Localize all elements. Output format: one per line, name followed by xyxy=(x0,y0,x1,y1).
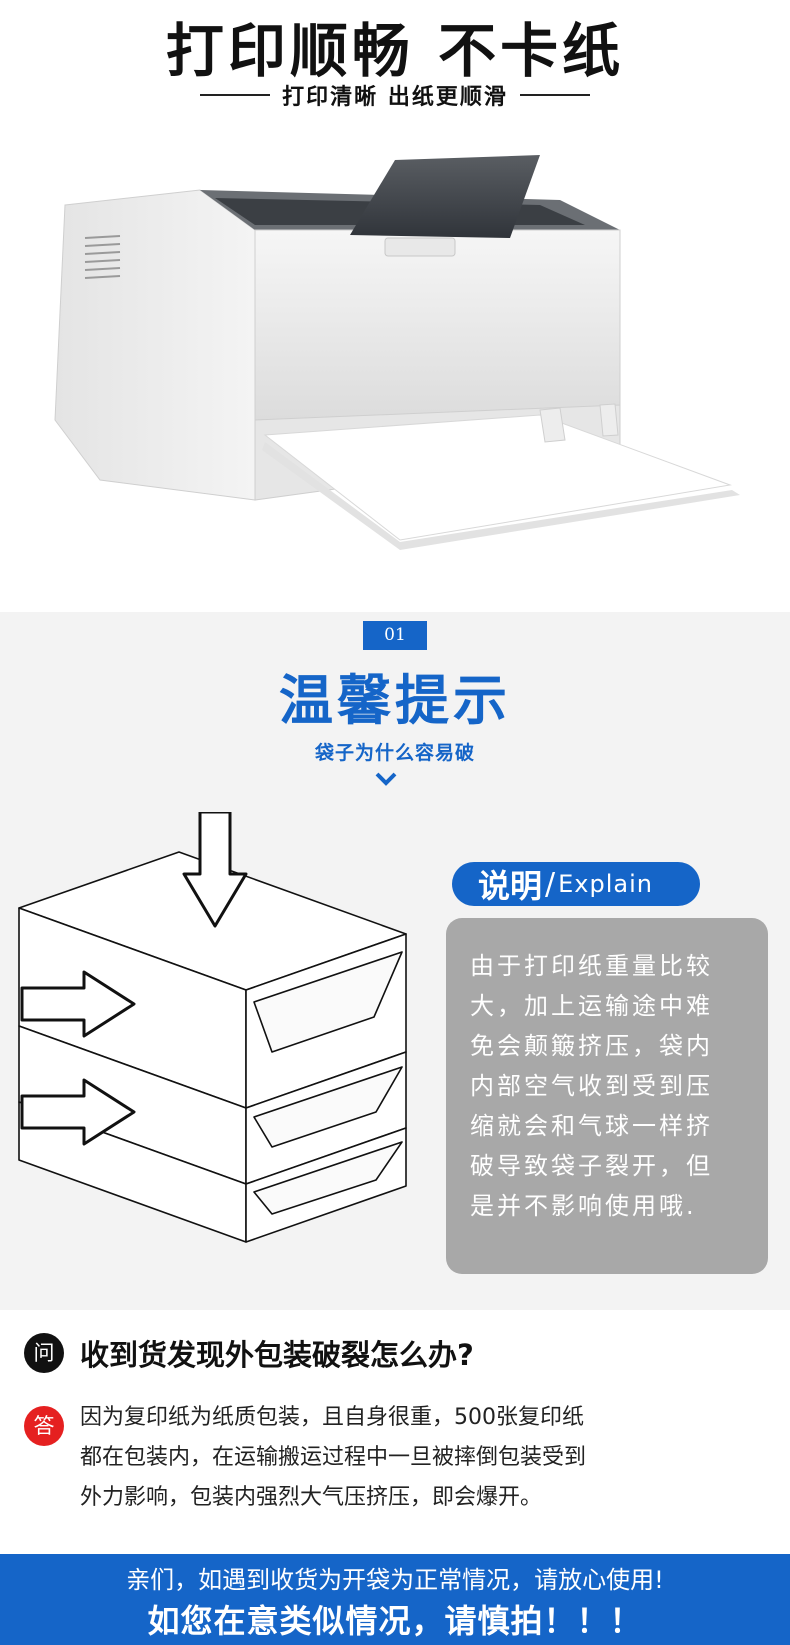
explain-line: 免会颠簸挤压，袋内 xyxy=(470,1032,713,1060)
hero-title: 打印顺畅 不卡纸 xyxy=(165,17,625,85)
footer-banner: 亲们，如遇到收货为开袋为正常情况，请放心使用! 如您在意类似情况，请慎拍！！！ xyxy=(0,1554,790,1645)
divider-line-right xyxy=(519,94,590,96)
answer-line: 都在包装内，在运输搬运过程中一旦被摔倒包装受到 xyxy=(80,1445,587,1470)
question-text: 收到货发现外包装破裂怎么办? xyxy=(80,1338,474,1372)
divider-line-left xyxy=(200,94,271,96)
tip-subtitle: 袋子为什么容易破 xyxy=(314,742,475,764)
tip-title: 温馨提示 xyxy=(279,668,511,732)
explain-label-cn: 说明 xyxy=(478,867,543,905)
tip-section: 01 温馨提示 袋子为什么容易破 说明 / Explain xyxy=(0,612,790,1310)
answer-text: 因为复印纸为纸质包装，且自身很重，500张复印纸 都在包装内，在运输搬运过程中一… xyxy=(80,1398,680,1518)
footer-notice: 亲们，如遇到收货为开袋为正常情况，请放心使用! xyxy=(126,1566,664,1594)
question-badge: 问 xyxy=(24,1333,64,1373)
explain-line: 内部空气收到受到压 xyxy=(470,1072,713,1100)
section-number-badge: 01 xyxy=(363,621,427,650)
explain-label: 说明 / Explain xyxy=(452,862,700,906)
explain-text-box: 由于打印纸重量比较 大，加上运输途中难 免会颠簸挤压，袋内 内部空气收到受到压 … xyxy=(446,918,768,1274)
paper-stack-pressure-diagram xyxy=(18,812,407,1243)
explain-line: 大，加上运输途中难 xyxy=(470,992,713,1020)
explain-line: 由于打印纸重量比较 xyxy=(470,952,713,980)
explain-label-en: Explain xyxy=(558,870,653,898)
hero-subtitle: 打印清晰 出纸更顺滑 xyxy=(282,84,508,110)
explain-label-slash: / xyxy=(545,866,556,902)
qa-section: 问 收到货发现外包装破裂怎么办? 答 因为复印纸为纸质包装，且自身很重，500张… xyxy=(0,1310,790,1554)
printer-illustration xyxy=(54,155,740,550)
explain-line: 是并不影响使用哦. xyxy=(470,1192,697,1220)
chevron-down-icon xyxy=(375,772,397,786)
answer-line: 因为复印纸为纸质包装，且自身很重，500张复印纸 xyxy=(80,1405,584,1430)
hero-subtitle-row: 打印清晰 出纸更顺滑 xyxy=(0,80,790,110)
explain-line: 缩就会和气球一样挤 xyxy=(470,1112,713,1140)
explain-line: 破导致袋子裂开，但 xyxy=(470,1152,713,1180)
hero-section: 打印顺畅 不卡纸 打印清晰 出纸更顺滑 xyxy=(0,0,790,612)
answer-line: 外力影响，包装内强烈大气压挤压，即会爆开。 xyxy=(80,1485,543,1510)
answer-badge: 答 xyxy=(24,1406,64,1446)
footer-warning: 如您在意类似情况，请慎拍！！！ xyxy=(147,1602,643,1640)
